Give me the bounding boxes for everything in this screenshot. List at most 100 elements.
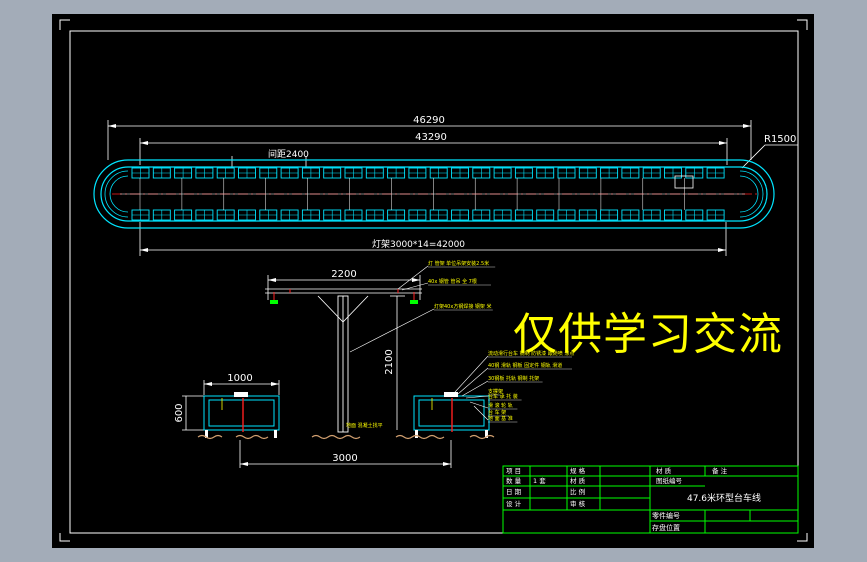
conveyor-plan-view: 46290 43290 间距2400 R1500 灯架3000*14=42000 <box>93 115 798 256</box>
plan-cart-unit <box>578 167 597 179</box>
plan-cart-unit <box>578 209 597 221</box>
plan-cart-unit <box>238 209 256 221</box>
plan-cart-unit <box>174 167 193 179</box>
lamp-frame-label: 灯架3000*14=42000 <box>372 239 465 250</box>
callout-text: 地 面 基 准 <box>488 415 513 422</box>
floor-label: 地面 混凝土找平 <box>346 422 383 429</box>
file-number-label: 零件编号 <box>652 511 680 520</box>
title-block-cell: 数 量 <box>506 476 522 485</box>
plan-cart-unit <box>514 167 533 179</box>
bench-height-label: 600 <box>174 403 185 422</box>
callout-leaders <box>349 265 489 421</box>
plan-cart-unit <box>557 167 576 179</box>
plan-cart-unit <box>621 209 640 221</box>
plan-cart-unit <box>408 209 427 221</box>
plan-cart-unit <box>557 209 576 221</box>
plan-cart-unit <box>238 167 256 179</box>
callout-text: 灯 管架 单位吊架安装2.5米 <box>428 260 489 267</box>
cross-section-view: 2200 1000 3000 2100 600 <box>174 260 574 468</box>
title-block-cell: 设 计 <box>506 499 522 508</box>
plan-dimensions <box>107 120 798 256</box>
study-only-watermark: 仅供学习交流 <box>513 309 783 360</box>
plan-cart-unit <box>685 209 704 221</box>
plan-cart-unit <box>195 209 214 221</box>
frame-height-label: 2100 <box>384 349 395 374</box>
plan-cart-unit <box>664 209 682 221</box>
plan-cart-unit <box>536 167 555 179</box>
plan-cart-unit <box>259 209 278 221</box>
plan-cart-unit <box>621 167 640 179</box>
plan-cart-unit <box>387 167 406 179</box>
plan-cart-unit <box>301 167 320 179</box>
plan-cart-unit <box>195 167 214 179</box>
callout-text: 30钢板 托轨 钢制 托架 <box>488 375 539 382</box>
title-block-cell: 比 例 <box>570 487 585 496</box>
plan-cart-unit <box>642 209 661 221</box>
spacing-label: 间距2400 <box>268 148 309 160</box>
plan-cart-unit <box>280 167 299 179</box>
plan-cart-unit <box>493 167 512 179</box>
title-block-cell: 材 质 <box>570 476 586 485</box>
plan-cart-rows <box>131 167 725 221</box>
storage-location-label: 存盘位置 <box>652 523 680 532</box>
title-block-cell: 备 注 <box>712 466 728 475</box>
title-block-cell: 1 套 <box>533 476 546 485</box>
radius-label: R1500 <box>764 134 796 145</box>
plan-cart-unit <box>365 167 384 179</box>
drawing-title: 47.6米环型台车线 <box>687 492 761 504</box>
callout-text: 40x 钢管 管吊 全 7根 <box>428 278 477 285</box>
plan-cart-unit <box>600 167 619 179</box>
callout-text: 灯架40x方钢焊接 钢架 米 <box>434 303 492 310</box>
plan-cart-unit <box>472 209 491 221</box>
title-block-cell: 日 期 <box>506 488 522 496</box>
plan-cart-unit <box>344 209 363 221</box>
inner-frame <box>69 30 799 534</box>
plan-cart-unit <box>451 167 469 179</box>
callout-text: 40钢 滑轨 钢板 固定件 钢轨 滑道 <box>488 362 562 369</box>
drawing-sheet <box>52 14 814 548</box>
plan-cart-unit <box>536 209 555 221</box>
plan-cart-unit <box>387 209 406 221</box>
top-width-label: 2200 <box>331 269 356 280</box>
plan-cart-unit <box>216 167 235 179</box>
plan-cart-unit <box>706 167 725 179</box>
plan-cart-unit <box>259 167 278 179</box>
plan-cart-unit <box>664 167 682 179</box>
title-block-cell: 规 格 <box>570 466 586 475</box>
plan-cart-unit <box>408 167 427 179</box>
loop-outer-track <box>93 159 775 229</box>
plan-cart-unit <box>323 209 342 221</box>
plan-cart-unit <box>131 167 150 179</box>
plan-cart-unit <box>280 209 299 221</box>
plan-cart-unit <box>600 209 619 221</box>
callout-text: 滑 滚 轮 轨 <box>488 402 513 409</box>
loop-inner-track <box>100 166 768 222</box>
t-frame-support <box>317 295 369 433</box>
plan-cart-unit <box>131 209 150 221</box>
corner-marks <box>59 19 808 542</box>
plan-cart-unit <box>152 167 171 179</box>
plan-cart-unit <box>685 167 704 179</box>
plan-cart-unit <box>493 209 512 221</box>
plan-cart-unit <box>642 167 661 179</box>
callout-text: 流动滑行台车 钢制 防锈漆 跟随喷 涂点 <box>488 350 574 357</box>
plan-cart-unit <box>514 209 533 221</box>
plan-cart-unit <box>301 209 320 221</box>
overall-length-label: 46290 <box>413 115 445 126</box>
floor-line <box>197 434 495 440</box>
bench-width-label: 1000 <box>227 373 252 384</box>
callout-text: 台 车 架 <box>488 409 506 416</box>
plan-cart-unit <box>365 209 384 221</box>
base-span-label: 3000 <box>332 453 357 464</box>
plan-cart-unit <box>174 209 193 221</box>
plan-cart-unit <box>429 209 448 221</box>
plan-cart-unit <box>429 167 448 179</box>
callout-text: 支撑架 <box>488 388 503 395</box>
callout-text: 台车 承 托 装 <box>488 393 518 400</box>
plan-cart-unit <box>344 167 363 179</box>
plan-cart-unit <box>216 209 235 221</box>
plan-cart-unit <box>472 167 491 179</box>
